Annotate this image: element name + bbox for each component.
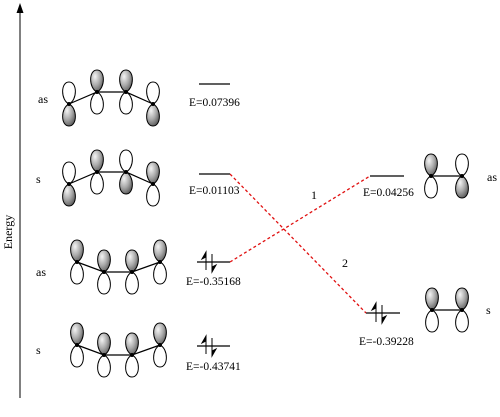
left-level-4-bond-chain: [76, 344, 161, 356]
left-level-4-atom-1-lower-lobe: [70, 344, 84, 368]
right-level-2-atom-2-lower-lobe: [455, 309, 469, 333]
left-level-4-atom-2-lower-lobe: [97, 354, 111, 378]
left-level-4-atom-4-upper-lobe: [153, 322, 167, 346]
left-level-2-atom-4-upper-lobe: [146, 161, 160, 185]
left-level-2-atom-1: [67, 182, 71, 186]
left-level-2-symmetry: s: [36, 172, 41, 186]
left-level-1-atom-4-lower-lobe: [146, 103, 160, 127]
left-level-1-atom-3-lower-lobe: [119, 91, 133, 115]
left-level-1-atom-2-lower-lobe: [90, 91, 104, 115]
left-level-4-atom-1-upper-lobe: [70, 322, 84, 346]
left-level-3-energy: E=-0.35168: [186, 276, 241, 288]
left-level-3-orbital-diagram: [70, 239, 167, 295]
left-level-1-bond-chain: [68, 91, 154, 105]
left-level-1-atom-1-lower-lobe: [62, 103, 76, 127]
interaction-line-2: [229, 173, 367, 314]
left-level-3-atom-2-upper-lobe: [97, 249, 111, 273]
left-level-2-atom-1-upper-lobe: [62, 161, 76, 185]
energy-axis-label: Energy: [1, 215, 15, 249]
right-level-1-atom-2-lower-lobe: [455, 175, 469, 199]
left-level-4-energy: E=-0.43741: [186, 361, 241, 373]
left-level-2-atom-3-upper-lobe: [119, 149, 133, 173]
left-level-1-atom-1: [67, 102, 71, 106]
left-level-3-atom-1: [75, 260, 79, 264]
left-level-1-atom-4: [151, 102, 155, 106]
right-level-1-symmetry: as: [487, 170, 497, 184]
left-level-1-atom-3-upper-lobe: [119, 69, 133, 93]
left-level-3-atom-2: [102, 270, 106, 274]
left-level-4-atom-1: [75, 343, 79, 347]
left-level-4-atom-2: [102, 353, 106, 357]
left-level-2-atom-1-lower-lobe: [62, 183, 76, 207]
right-level-1-orbital-diagram: [424, 153, 469, 199]
left-level-1-atom-3: [124, 90, 128, 94]
left-level-1-orbital-diagram: [62, 69, 160, 127]
left-level-1-atom-4-upper-lobe: [146, 81, 160, 105]
interaction-line-1: [229, 175, 371, 263]
left-level-4-atom-4-lower-lobe: [153, 344, 167, 368]
left-level-2-atom-4: [151, 182, 155, 186]
left-level-3-atom-1-upper-lobe: [70, 239, 84, 263]
right-level-2-atom-1-upper-lobe: [425, 287, 439, 311]
left-level-2-atom-3-lower-lobe: [119, 171, 133, 195]
left-level-4-atom-4: [158, 343, 162, 347]
left-level-2-energy: E=0.01103: [189, 185, 240, 197]
right-level-2-energy: E=-0.39228: [359, 336, 414, 348]
left-level-3-atom-4-upper-lobe: [153, 239, 167, 263]
left-level-2-atom-2-lower-lobe: [90, 171, 104, 195]
left-level-1-atom-2-upper-lobe: [90, 69, 104, 93]
right-level-2-atom-1: [430, 308, 434, 312]
energy-axis-arrowhead: [16, 3, 24, 13]
left-level-1-atom-1-upper-lobe: [62, 81, 76, 105]
left-level-2-orbital-diagram: [62, 149, 160, 207]
left-level-2-bond-chain: [68, 171, 154, 185]
right-level-1-atom-1-upper-lobe: [424, 153, 438, 177]
left-level-3-bond-chain: [76, 261, 161, 273]
right-level-1-atom-1-lower-lobe: [424, 175, 438, 199]
left-level-4-symmetry: s: [36, 343, 41, 357]
left-level-1-symmetry: as: [38, 92, 48, 106]
left-level-3-atom-3-upper-lobe: [125, 249, 139, 273]
left-level-4-atom-3: [130, 353, 134, 357]
left-level-2-atom-3: [124, 170, 128, 174]
left-level-1-atom-2: [95, 90, 99, 94]
left-level-4-orbital-diagram: [70, 322, 167, 378]
interaction-label-2: 2: [342, 256, 348, 270]
interaction-label-1: 1: [311, 188, 317, 202]
left-level-2-atom-2-upper-lobe: [90, 149, 104, 173]
left-level-2-atom-4-lower-lobe: [146, 183, 160, 207]
left-level-3-atom-3: [130, 270, 134, 274]
left-level-3-symmetry: as: [36, 265, 46, 279]
right-level-2-symmetry: s: [486, 303, 491, 317]
left-level-3-atom-3-lower-lobe: [125, 271, 139, 295]
left-level-3-atom-2-lower-lobe: [97, 271, 111, 295]
left-level-2-atom-2: [95, 170, 99, 174]
left-level-1-energy: E=0.07396: [189, 97, 240, 109]
left-level-4-atom-2-upper-lobe: [97, 332, 111, 356]
right-level-2-electron-pair: [370, 301, 388, 325]
right-level-2-atom-1-lower-lobe: [425, 309, 439, 333]
left-level-3-atom-4-lower-lobe: [153, 261, 167, 285]
left-level-3-atom-1-lower-lobe: [70, 261, 84, 285]
right-level-2-atom-2: [460, 308, 464, 312]
right-level-2-orbital-diagram: [425, 287, 469, 333]
left-level-3-electron-pair: [200, 250, 218, 274]
left-level-4-electron-pair: [200, 334, 218, 358]
right-level-1-energy: E=0.04256: [363, 187, 414, 199]
right-level-1-atom-2-upper-lobe: [455, 153, 469, 177]
right-level-1-atom-2: [460, 174, 464, 178]
right-level-2-atom-2-upper-lobe: [455, 287, 469, 311]
left-level-4-atom-3-lower-lobe: [125, 354, 139, 378]
left-level-3-atom-4: [158, 260, 162, 264]
right-level-1-atom-1: [429, 174, 433, 178]
left-level-4-atom-3-upper-lobe: [125, 332, 139, 356]
